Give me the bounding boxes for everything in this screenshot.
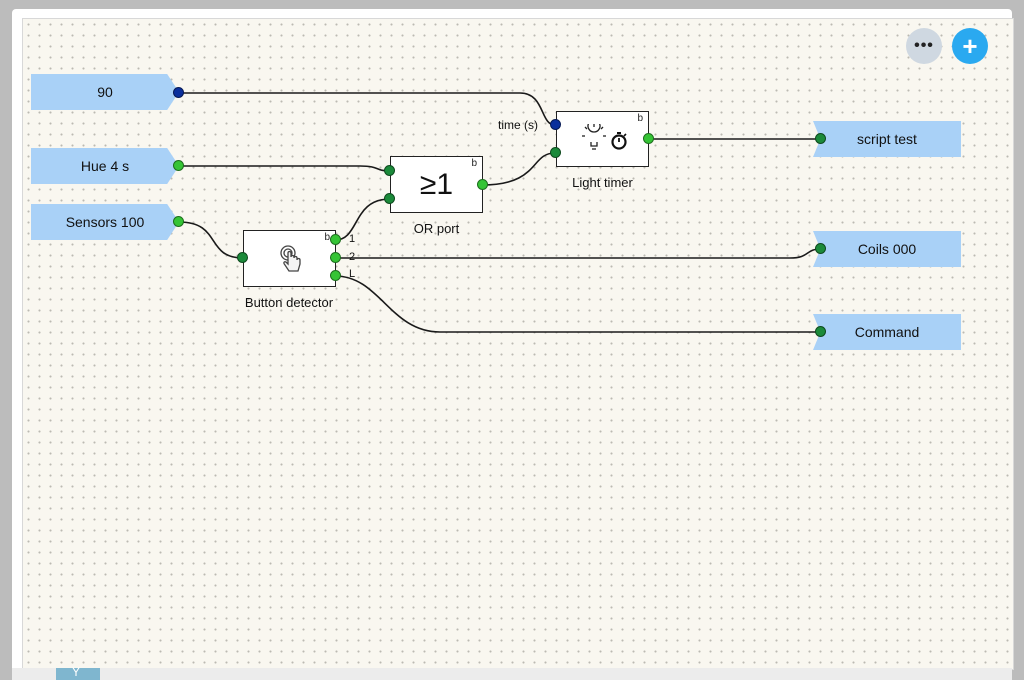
input-tag-label: Hue 4 s <box>80 158 130 174</box>
port-script-test-in[interactable] <box>815 133 826 144</box>
button-output-l-label: L <box>349 268 356 280</box>
port-or-out[interactable] <box>477 179 488 190</box>
time-input-label: time (s) <box>498 118 538 132</box>
bottom-tab[interactable]: Y <box>56 665 100 680</box>
port-or-in-1[interactable] <box>384 165 395 176</box>
input-tag-label: Sensors 100 <box>65 214 145 230</box>
light-timer-block[interactable]: b <box>556 111 649 167</box>
wire-button1-to-or <box>334 198 391 241</box>
output-tag-coils[interactable]: Coils 000 <box>813 231 961 267</box>
output-tag-label: Coils 000 <box>857 241 917 257</box>
button-output-1-label: 1 <box>349 233 356 245</box>
port-command-in[interactable] <box>815 326 826 337</box>
wire-or-to-timer <box>481 152 556 186</box>
button-detector-caption: Button detector <box>244 295 334 310</box>
wire-buttonL-to-command <box>334 275 821 333</box>
port-button-out-l[interactable] <box>330 270 341 281</box>
y-glyph-icon: Y <box>72 665 81 679</box>
wire-hue-to-or <box>179 165 391 172</box>
more-options-button[interactable]: ••• <box>906 28 942 64</box>
input-tag-sensors[interactable]: Sensors 100 <box>31 204 179 240</box>
input-tag-label: 90 <box>97 84 113 100</box>
touch-icon <box>280 245 301 272</box>
output-tag-label: Command <box>854 324 920 340</box>
bottom-panel <box>12 668 1012 680</box>
output-tag-command[interactable]: Command <box>813 314 961 350</box>
light-timer-caption: Light timer <box>572 175 633 190</box>
wire-button2-to-coils <box>335 248 822 259</box>
button-detector-block[interactable]: b <box>243 230 336 287</box>
or-symbol: ≥1 <box>419 167 454 201</box>
block-badge: b <box>324 232 330 243</box>
input-tag-90[interactable]: 90 <box>31 74 179 110</box>
wire-sensors-to-button <box>178 221 244 259</box>
port-timer-out[interactable] <box>643 133 654 144</box>
output-tag-label: script test <box>857 131 917 147</box>
add-block-button[interactable]: + <box>952 28 988 64</box>
port-coils-in[interactable] <box>815 243 826 254</box>
more-icon: ••• <box>914 37 934 54</box>
block-badge: b <box>637 113 643 124</box>
port-or-in-2[interactable] <box>384 193 395 204</box>
plus-icon: + <box>962 31 978 61</box>
or-port-block[interactable]: b ≥1 <box>390 156 483 213</box>
port-button-out-1[interactable] <box>330 234 341 245</box>
port-button-out-2[interactable] <box>330 252 341 263</box>
button-output-2-label: 2 <box>349 251 356 263</box>
light-timer-icon <box>582 124 627 150</box>
or-port-caption: OR port <box>413 221 460 236</box>
port-timer-trigger-in[interactable] <box>550 147 561 158</box>
port-90-out[interactable] <box>173 87 184 98</box>
block-badge: b <box>471 158 477 169</box>
output-tag-script-test[interactable]: script test <box>813 121 961 157</box>
port-timer-time-in[interactable] <box>550 119 561 130</box>
input-tag-hue[interactable]: Hue 4 s <box>31 148 179 184</box>
port-button-in[interactable] <box>237 252 248 263</box>
port-sensors-out[interactable] <box>173 216 184 227</box>
port-hue-out[interactable] <box>173 160 184 171</box>
